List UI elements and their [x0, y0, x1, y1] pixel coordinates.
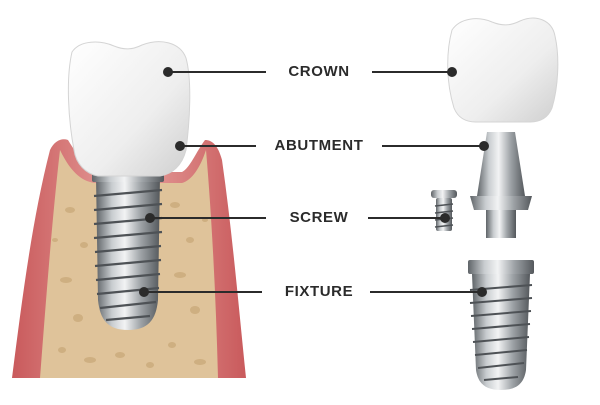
screw-component	[431, 190, 457, 231]
exploded-components	[431, 17, 559, 390]
label-fixture: FIXTURE	[284, 283, 354, 300]
bone-texture	[52, 202, 208, 368]
crown-component	[447, 17, 559, 123]
abutment-component	[470, 132, 532, 238]
label-abutment: ABUTMENT	[274, 137, 364, 154]
label-crown: CROWN	[288, 63, 350, 80]
assembled-implant	[12, 41, 246, 378]
fixture-embedded	[92, 172, 164, 330]
fixture-component	[468, 260, 534, 390]
leader-lines	[139, 67, 489, 297]
crown-assembled	[67, 41, 191, 177]
label-screw: SCREW	[289, 209, 349, 226]
